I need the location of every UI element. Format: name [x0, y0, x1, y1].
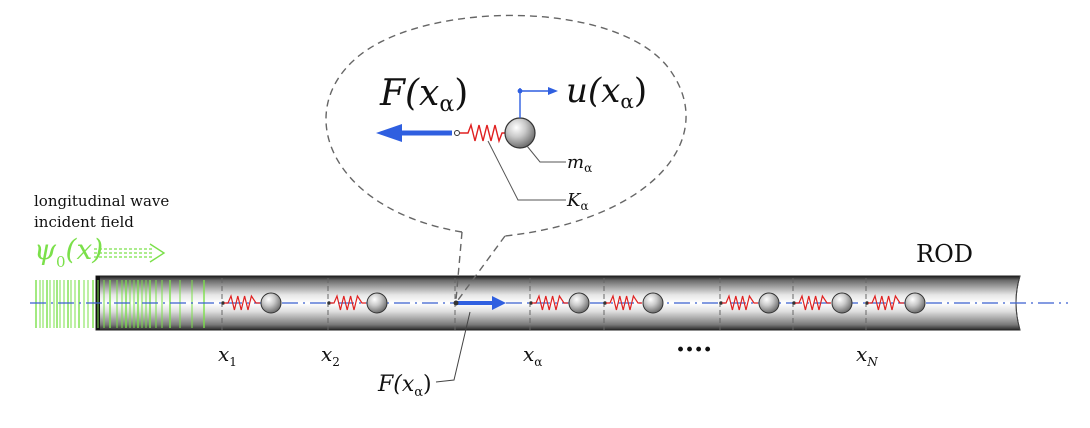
mass-spring-resonator-icon — [327, 292, 388, 314]
spring-icon — [460, 122, 508, 144]
xalpha-label: xα — [523, 342, 542, 369]
mass-ball-icon — [831, 292, 853, 314]
resonator-array — [221, 292, 926, 314]
incident-wave-fronts — [35, 280, 205, 328]
force-label-small: F(xα) — [377, 372, 432, 400]
mass-ball-icon — [904, 292, 926, 314]
dashed-arrow-right-icon — [94, 243, 166, 263]
spring-icon — [868, 294, 904, 311]
mass-ball-icon — [568, 292, 590, 314]
rod-force-arrow — [453, 296, 506, 310]
spring-icon — [722, 294, 758, 311]
zoomed-resonator — [376, 87, 566, 201]
wave-caption-line1: longitudinal wave — [34, 192, 169, 210]
spring-icon — [532, 294, 568, 311]
displacement-label: u(xα) — [566, 71, 647, 113]
mass-spring-resonator-icon — [221, 292, 282, 314]
mass-ball-icon — [642, 292, 664, 314]
force-label-large: F(xα) — [379, 73, 468, 117]
mass-spring-resonator-icon — [719, 292, 780, 314]
mass-ball-icon — [366, 292, 388, 314]
mass-ball-icon — [504, 117, 536, 149]
xn-label: xN — [856, 342, 878, 369]
mass-spring-resonator-icon — [603, 292, 664, 314]
x1-label: x1 — [218, 342, 237, 369]
callout-bubble — [325, 14, 687, 301]
spring-icon — [330, 294, 366, 311]
mass-ball-icon — [260, 292, 282, 314]
rod-label: ROD — [916, 240, 973, 268]
force-label-leader — [435, 311, 471, 383]
arrow-right-icon — [520, 87, 558, 95]
mass-spring-resonator-icon — [865, 292, 926, 314]
ellipsis-label: ···· — [676, 335, 712, 365]
mass-ball-icon — [758, 292, 780, 314]
arrow-left-icon — [376, 124, 452, 142]
spring-icon — [224, 294, 260, 311]
mass-label: mα — [567, 152, 592, 175]
spring-icon — [795, 294, 831, 311]
wave-caption-line2: incident field — [34, 213, 134, 231]
incident-field-symbol: ψ0(x) — [34, 233, 103, 271]
x2-label: x2 — [321, 342, 340, 369]
mass-spring-resonator-icon — [792, 292, 853, 314]
mass-spring-resonator-icon — [529, 292, 590, 314]
spring-icon — [606, 294, 642, 311]
stiffness-label: Kα — [566, 190, 589, 213]
